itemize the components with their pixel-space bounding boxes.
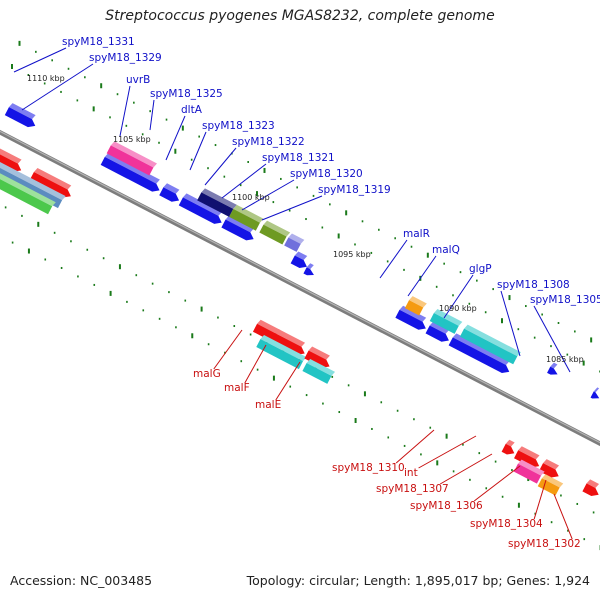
- gene-leader-line: [418, 435, 477, 469]
- gene-leader-line: [241, 179, 295, 211]
- gene-feature: [547, 362, 558, 375]
- scale-tick-label: 1090 kbp: [439, 304, 477, 313]
- forward-gene-label: dltA: [181, 104, 203, 116]
- gene-feature: [537, 474, 564, 496]
- forward-gene-label: uvrB: [126, 74, 150, 86]
- gene-leader-line: [407, 255, 437, 297]
- scale-ticks: [4, 40, 600, 551]
- gene-label-leaders: [13, 47, 573, 540]
- gene-feature: [100, 152, 160, 192]
- gene-leader-line: [21, 63, 94, 111]
- gene-feature: [395, 305, 427, 330]
- gene-feature: [270, 328, 306, 355]
- forward-gene-label: spyM18_1305: [530, 294, 600, 306]
- map-title: Streptococcus pyogenes MGAS8232, complet…: [105, 8, 495, 24]
- gene-feature: [303, 263, 314, 276]
- gene-leader-line: [13, 47, 67, 73]
- gene-feature: [448, 333, 510, 374]
- gene-feature: [290, 251, 308, 269]
- gene-leader-line: [473, 465, 521, 502]
- gene-leader-line: [275, 361, 301, 401]
- reverse-gene-label: int: [404, 467, 418, 479]
- gene-feature: [425, 321, 450, 342]
- gene-leader-line: [439, 453, 493, 485]
- scale-tick-label: 1110 kbp: [27, 74, 65, 83]
- gene-leader-line: [533, 479, 547, 520]
- scale-tick-labels: 1110 kbp 1105 kbp 1100 kbp 1095 kbp 1090 kbp…: [27, 74, 584, 364]
- forward-gene-label: spyM18_1325: [150, 88, 223, 100]
- gene-feature: [501, 439, 515, 455]
- gene-leader-line: [221, 163, 267, 199]
- forward-gene-label: glgP: [469, 263, 492, 275]
- gene-leader-line: [533, 305, 571, 373]
- gene-leader-line: [395, 429, 435, 464]
- scale-tick-label: 1100 kbp: [232, 193, 270, 202]
- forward-gene-label: malR: [403, 228, 430, 240]
- gene-leader-line: [443, 274, 474, 319]
- gene-feature: [256, 335, 307, 370]
- gene-feature: [229, 204, 264, 231]
- gene-leader-line: [244, 344, 267, 384]
- gene-feature: [4, 103, 36, 128]
- reverse-gene-label: spyM18_1307: [376, 483, 449, 495]
- gene-feature: [304, 346, 330, 368]
- genome-backbone: [0, 129, 600, 447]
- reverse-gene-label: malF: [224, 382, 250, 394]
- forward-gene-label: spyM18_1319: [318, 184, 391, 196]
- gene-feature: [106, 141, 158, 176]
- gene-feature: [590, 387, 600, 399]
- gene-feature: [159, 183, 180, 202]
- gene-feature: [514, 446, 540, 468]
- gene-leader-line: [553, 493, 573, 540]
- gene-feature: [582, 479, 600, 497]
- forward-gene-label: malQ: [432, 244, 460, 256]
- gene-labels: spyM18_1331 spyM18_1329 uvrBspyM18_1325dlt…: [62, 36, 600, 550]
- gene-feature: [259, 220, 291, 245]
- gene-feature: [284, 233, 305, 252]
- reverse-gene-label: malE: [255, 399, 281, 411]
- reverse-gene-label: spyM18_1302: [508, 538, 581, 550]
- scale-tick-label: 1105 kbp: [113, 135, 151, 144]
- gene-feature: [513, 459, 545, 484]
- gene-feature: [0, 173, 56, 215]
- gene-leader-line: [149, 99, 155, 131]
- gene-leader-line: [165, 115, 186, 161]
- forward-gene-label: spyM18_1320: [290, 168, 363, 180]
- gene-feature: [178, 193, 223, 224]
- gene-leader-line: [379, 239, 408, 279]
- gene-leader-line: [204, 147, 237, 186]
- reverse-gene-label: malG: [193, 368, 221, 380]
- gene-feature: [221, 215, 254, 241]
- reverse-gene-label: spyM18_1304: [470, 518, 543, 530]
- gene-feature: [252, 319, 281, 342]
- forward-gene-label: spyM18_1331: [62, 36, 135, 48]
- gene-feature: [538, 459, 560, 478]
- gene-feature: [29, 167, 72, 198]
- gene-leader-line: [261, 195, 323, 221]
- gene-feature: [404, 296, 427, 316]
- reverse-gene-label: spyM18_1306: [410, 500, 483, 512]
- gene-features: [0, 103, 600, 497]
- gene-leader-line: [213, 329, 243, 370]
- forward-gene-label: spyM18_1322: [232, 136, 305, 148]
- gene-feature: [429, 308, 463, 334]
- gene-leader-line: [189, 131, 207, 171]
- genome-backbone-highlight: [0, 130, 600, 444]
- gene-feature: [302, 358, 336, 384]
- forward-gene-label: spyM18_1329: [89, 52, 162, 64]
- gene-feature: [459, 324, 521, 365]
- reverse-gene-label: spyM18_1310: [332, 462, 405, 474]
- forward-gene-label: spyM18_1321: [262, 152, 335, 164]
- forward-gene-label: spyM18_1308: [497, 279, 570, 291]
- gene-feature: [0, 148, 22, 172]
- gene-leader-line: [119, 85, 131, 137]
- scale-tick-label: 1085 kbp: [546, 355, 584, 364]
- scale-tick-label: 1095 kbp: [333, 250, 371, 259]
- gene-leader-line: [500, 290, 521, 357]
- topology-text: Topology: circular; Length: 1,895,017 bp…: [246, 573, 590, 588]
- gene-feature: [197, 188, 237, 217]
- forward-gene-label: spyM18_1323: [202, 120, 275, 132]
- accession-text: Accession: NC_003485: [10, 573, 153, 588]
